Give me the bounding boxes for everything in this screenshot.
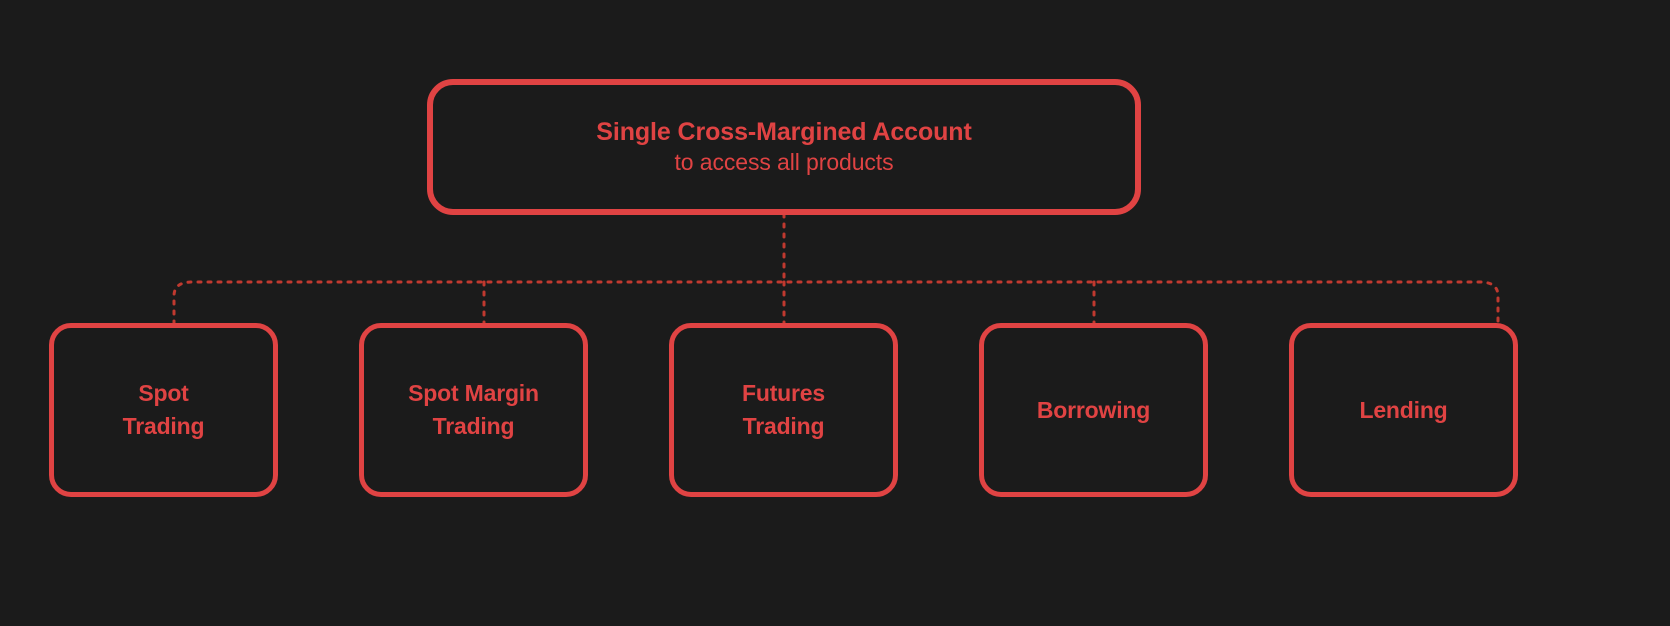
node-label: Futures Trading — [742, 380, 825, 439]
node-lending[interactable]: Lending — [1289, 323, 1518, 497]
node-label: Borrowing — [1036, 396, 1151, 423]
node-label: Spot Margin Trading — [408, 380, 539, 439]
node-futures-trading[interactable]: Futures Trading — [669, 323, 898, 497]
connector-bus — [172, 280, 1500, 326]
node-borrowing[interactable]: Borrowing — [979, 323, 1208, 497]
root-subtitle: to access all products — [674, 149, 894, 176]
node-label: Spot Trading — [122, 380, 205, 439]
node-spot-trading[interactable]: Spot Trading — [49, 323, 278, 497]
root-title: Single Cross-Margined Account — [596, 118, 972, 147]
node-label: Lending — [1359, 396, 1448, 423]
node-root[interactable]: Single Cross-Margined Account to access … — [427, 79, 1141, 215]
node-spot-margin-trading[interactable]: Spot Margin Trading — [359, 323, 588, 497]
